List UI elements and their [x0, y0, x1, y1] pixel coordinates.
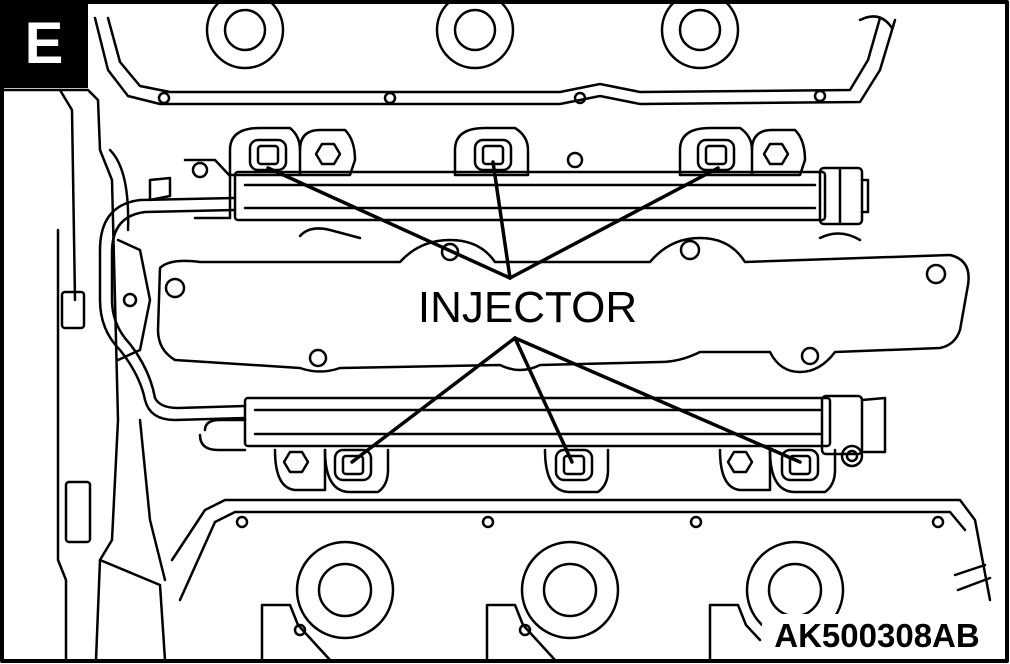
lower-injector-bosses — [273, 448, 837, 494]
left-side-housing — [0, 88, 167, 662]
fuel-crossover-pipe — [98, 196, 247, 422]
section-letter-badge: E — [0, 0, 88, 88]
intake-plenum — [156, 227, 970, 374]
figure-code-label: AK500308AB — [762, 614, 992, 658]
upper-cylinder-head — [93, 0, 897, 106]
injector-callout-label: INJECTOR — [417, 283, 638, 332]
lower-cylinder-head — [170, 498, 992, 662]
injector-leader-lines — [266, 160, 802, 464]
lower-fuel-rail — [198, 394, 887, 468]
upper-fuel-rail — [148, 158, 870, 226]
upper-injector-bosses — [191, 126, 807, 179]
